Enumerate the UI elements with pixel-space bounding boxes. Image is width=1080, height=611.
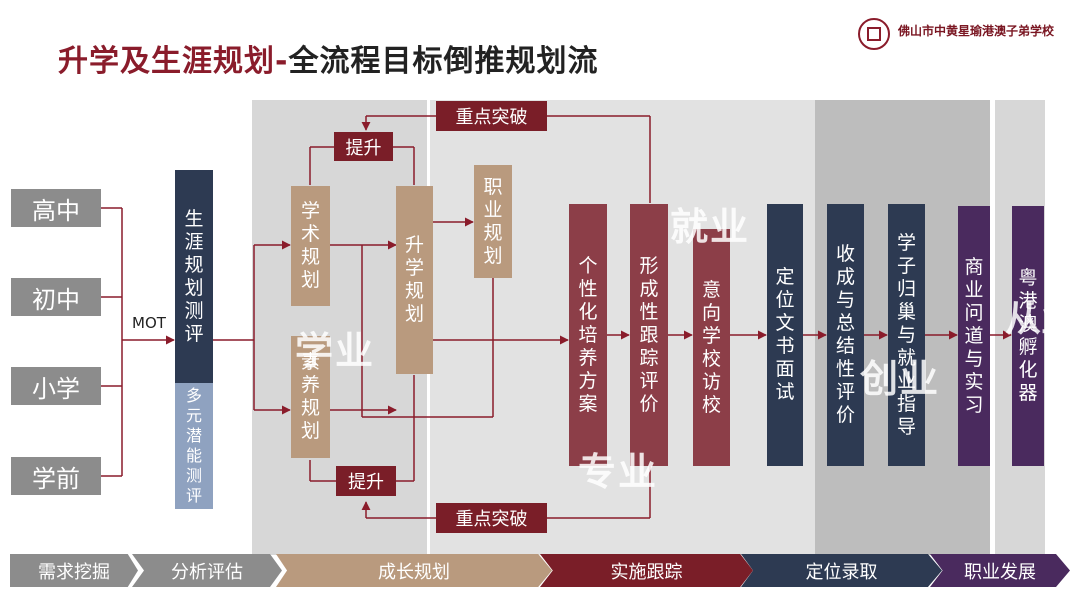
overlay-employment: 就业 [670, 205, 751, 249]
breakthrough-tag-top: 重点突破 [436, 101, 547, 131]
overlay-career: 从业 [1005, 300, 1078, 340]
overlay-startup: 创业 [860, 357, 941, 401]
process-incubator: 粤港澳孵化器 [1012, 206, 1044, 466]
process-school-visit: 意向学校访校 [693, 229, 730, 466]
school-seal-icon [858, 18, 890, 50]
stage-primary-school: 小学 [11, 367, 101, 405]
overlay-major: 专业 [578, 450, 659, 494]
promotion-planning-box: 升学规划 [396, 186, 433, 374]
process-documents-interview: 定位文书面试 [767, 204, 803, 466]
literacy-planning-box: 素养规划 [291, 336, 330, 458]
phase-implementation: 实施跟踪 [540, 554, 753, 587]
boost-tag-bottom: 提升 [336, 466, 396, 496]
phase-needs-discovery: 需求挖掘 [10, 554, 138, 587]
career-planning-box: 职业规划 [474, 165, 512, 278]
academic-planning-box: 学术规划 [291, 186, 330, 306]
process-personalized-plan: 个性化培养方案 [569, 204, 607, 466]
process-business-internship: 商业问道与实习 [958, 206, 990, 466]
process-summative-evaluation: 收成与总结性评价 [827, 204, 864, 466]
overlay-study: 学业 [295, 329, 376, 373]
mot-label: MOT [132, 314, 166, 332]
page-title: 升学及生涯规划-全流程目标倒推规划流 [58, 44, 599, 79]
process-formative-evaluation: 形成性跟踪评价 [630, 204, 668, 466]
boost-tag-top: 提升 [334, 132, 393, 161]
career-assessment-box: 生涯规划测评 [175, 170, 213, 383]
phase-career-development: 职业发展 [930, 554, 1070, 587]
phase-analysis: 分析评估 [132, 554, 282, 587]
stage-middle-school: 初中 [11, 278, 101, 316]
potential-assessment-box: 多元潜能测评 [175, 383, 213, 509]
process-employment-guidance: 学子归巢与就业指导 [888, 204, 925, 466]
school-name: 佛山市中黄星瑜港澳子弟学校 [898, 24, 1055, 38]
stage-high-school: 高中 [11, 189, 101, 227]
phase-growth-planning: 成长规划 [276, 554, 552, 587]
phase-positioning: 定位录取 [741, 554, 942, 587]
stage-preschool: 学前 [11, 457, 101, 495]
breakthrough-tag-bottom: 重点突破 [436, 503, 547, 533]
